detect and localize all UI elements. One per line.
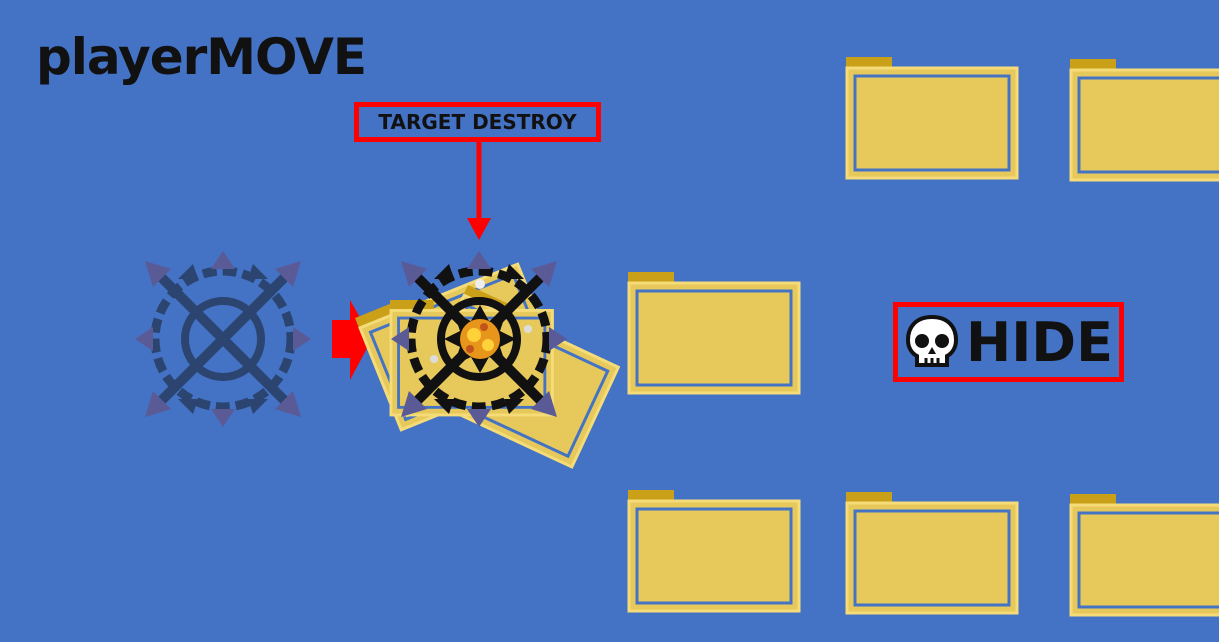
folder-bottom-3 <box>1068 492 1219 617</box>
page-title: playerMOVE <box>36 28 367 86</box>
callout-arrow-head <box>467 218 491 240</box>
folder-top-1 <box>844 55 1019 180</box>
move-arrow-icon <box>332 300 372 380</box>
target-destroy-callout: TARGET DESTROY <box>354 102 601 142</box>
folder-bottom-1 <box>626 488 801 613</box>
hide-indicator: HIDE <box>893 302 1124 382</box>
explosion-icon <box>430 279 532 373</box>
folder-bottom-2 <box>844 490 1019 615</box>
folder-top-2 <box>1068 57 1219 182</box>
hide-label: HIDE <box>966 310 1113 374</box>
target-destroy-label: TARGET DESTROY <box>378 110 577 134</box>
player-gear-icon <box>135 251 311 427</box>
skull-icon <box>905 314 959 367</box>
destroyed-folder-stack <box>353 252 625 469</box>
folder-mid <box>626 270 801 395</box>
